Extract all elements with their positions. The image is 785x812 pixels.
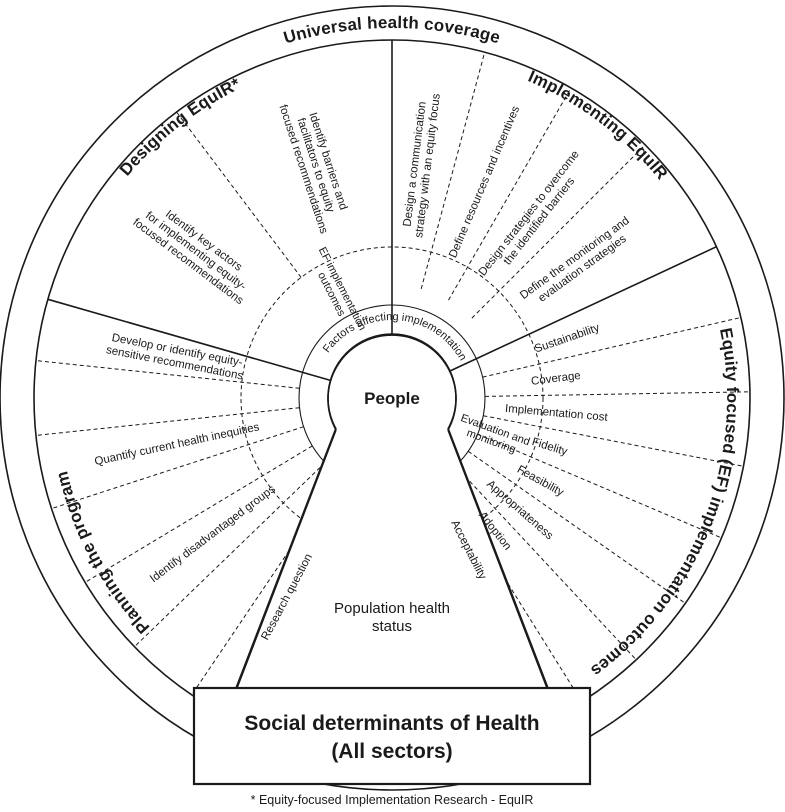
planning-divider-2 — [51, 426, 304, 510]
planning-divider-3 — [84, 445, 313, 583]
planning-item-inequities-line: Quantify current health inequities — [94, 421, 261, 468]
designing-item-key-actors: Identify key actorsfor implementing equi… — [130, 196, 261, 308]
implementing-equir-title: Implementing EquIR — [525, 67, 671, 184]
social-determinants-box — [192, 686, 592, 786]
outcome-divider-5 — [455, 465, 637, 661]
outcome-item-coverage: Coverage — [530, 370, 581, 388]
implementing-item-communication: Design a communicationstrategy with an e… — [400, 91, 443, 238]
diagram-structure — [0, 5, 785, 791]
footnote: * Equity-focused Implementation Research… — [251, 793, 534, 807]
equity-focused-title: Equity focused (EF) implementation outco… — [587, 326, 742, 680]
outcome-item-fidelity: Fidelity — [530, 436, 569, 458]
population-health-status-label-line: status — [372, 618, 412, 635]
outcome-divider-3 — [477, 433, 722, 539]
outcome-divider-0 — [482, 317, 741, 378]
all-sectors-label: (All sectors) — [331, 740, 452, 763]
implementing-divider-1 — [448, 87, 572, 301]
social-determinants-title: Social determinants of Health — [244, 712, 539, 735]
wedge-left-edge — [236, 429, 337, 689]
implementing-divider-0 — [420, 52, 486, 290]
planning-item-recommendations: Develop or identify equity-sensitive rec… — [105, 331, 247, 382]
planning-item-disadvantaged-line: Identify disadvantaged groups — [148, 483, 278, 585]
outcome-item-coverage-line: Coverage — [530, 370, 581, 388]
outcome-divider-4 — [467, 450, 686, 604]
evaluation-monitoring-label: Evaluation andmonitoring — [455, 412, 532, 459]
planning-program-title: Planning the program — [52, 469, 153, 637]
designing-item-barriers: Identify barriers andfacilitators to equ… — [276, 95, 354, 235]
planning-divider-4 — [134, 462, 326, 648]
outcome-divider-2 — [483, 415, 744, 467]
outcome-divider-1 — [484, 391, 750, 397]
designing-equir-title: Designing EquIR* — [116, 74, 244, 179]
planning-item-disadvantaged: Identify disadvantaged groups — [148, 483, 278, 585]
planning-item-inequities: Quantify current health inequities — [94, 421, 261, 468]
designing-item-key-actors-line: for implementing equity- — [143, 210, 248, 294]
outer-circle — [0, 5, 785, 791]
wedge-right-edge — [447, 429, 548, 689]
outcome-item-implementation-cost-line: Implementation cost — [505, 403, 609, 424]
outcome-item-fidelity-line: Fidelity — [530, 436, 569, 458]
implementing-divider-2 — [471, 144, 646, 319]
equity-focused-title-path: Equity focused (EF) implementation outco… — [587, 326, 742, 680]
people-label: People — [364, 389, 420, 408]
planning-divider-1 — [35, 407, 300, 436]
planning-divider-0 — [35, 360, 300, 389]
designing-equir-title-path: Designing EquIR* — [116, 74, 243, 179]
planning-program-title-path: Planning the program — [52, 469, 153, 637]
ef-outcomes-dashed-circle — [240, 246, 544, 550]
population-health-status-label-line: Population health — [334, 600, 450, 617]
outcome-item-implementation-cost: Implementation cost — [505, 403, 609, 424]
people-arc — [327, 334, 457, 431]
implementing-equir-title-path: Implementing EquIR — [525, 67, 671, 184]
divider-left — [47, 298, 331, 382]
divider-right — [449, 245, 717, 372]
population-wedge — [237, 396, 547, 688]
